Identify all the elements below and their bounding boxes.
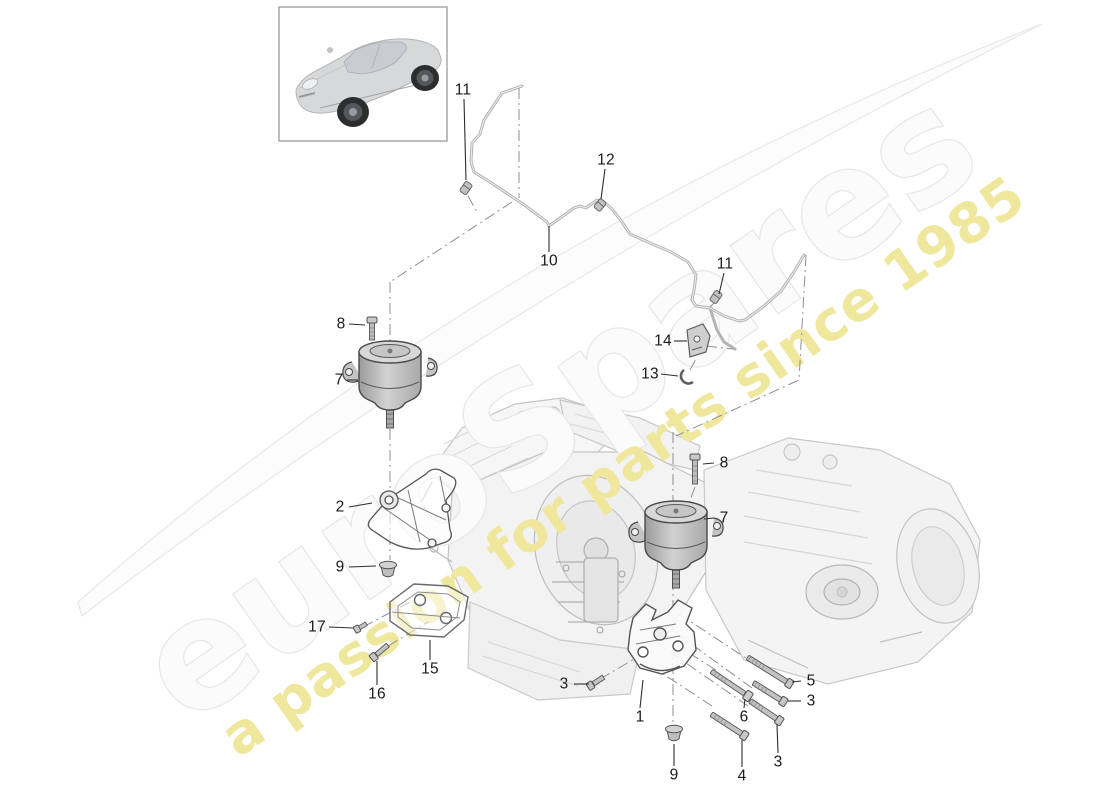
engine-assembly [416,397,981,701]
bolt-16 [368,642,390,662]
engine-mount-left [342,340,438,429]
grommet-9-left [379,560,397,578]
bolt-8-left [366,316,378,341]
pipe-bracket-14 [686,323,711,358]
clip-13 [679,368,694,385]
leader-line-8 [702,462,715,465]
vent-pipe [469,84,806,351]
leader-line-12 [600,168,606,200]
bolt-17 [352,621,368,634]
leader-line-3 [776,723,779,754]
bolt-3-left [585,674,606,691]
clip-12 [593,198,607,212]
leader-line-7 [703,517,715,520]
bracket-gearbox-support [627,599,697,675]
bolt-8-right [689,453,701,485]
clip-11-top [459,181,473,195]
leader-line-9 [348,565,377,568]
leader-line-13 [660,373,679,377]
stud-6 [710,669,754,702]
leader-line-2 [348,502,373,508]
vehicle-thumbnail-box [278,6,448,142]
leader-line-8 [348,323,366,326]
leader-line-6 [743,698,746,709]
bracket-engine-carrier [367,468,457,550]
leader-line-11 [718,272,725,295]
leader-line-1 [639,679,644,709]
car-thumbnail [295,38,442,127]
bolt-4 [709,711,750,741]
leader-line-11 [463,98,467,181]
leader-line-5 [791,680,802,683]
leader-lines [328,98,802,767]
bracket-transmission-mount [389,583,469,638]
leader-line-17 [328,626,354,629]
grommet-9-bottom [665,724,683,742]
bolt-3-mid [751,680,789,707]
bolt-5 [746,655,795,689]
